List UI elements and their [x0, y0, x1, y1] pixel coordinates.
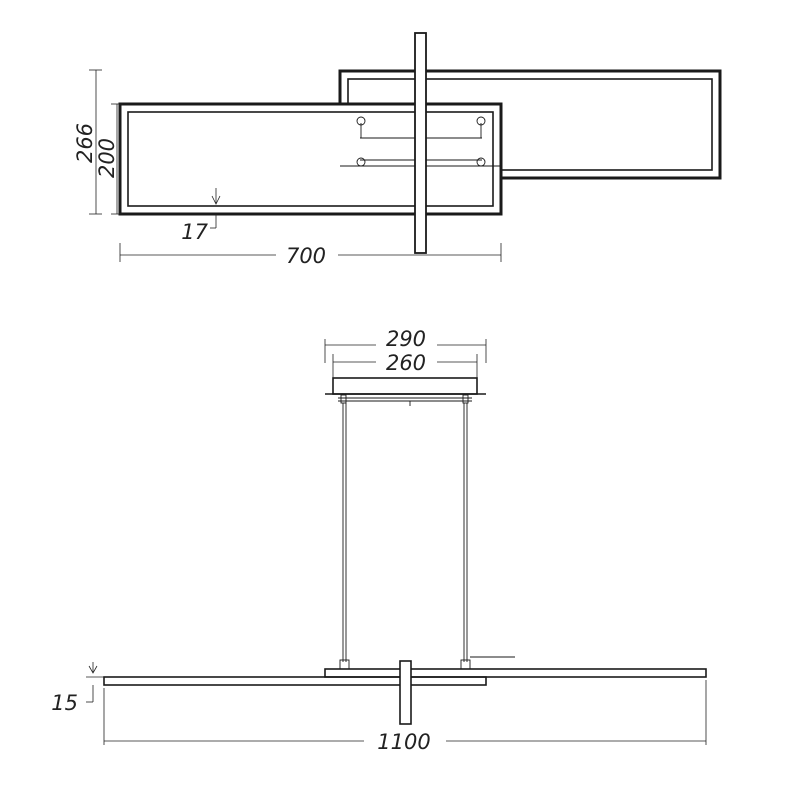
dim-200: 200 — [95, 103, 123, 215]
ceiling-canopy — [325, 377, 486, 406]
screw-hole-icon — [356, 157, 366, 167]
screw-hole-icon — [356, 116, 366, 126]
center-vertical-element — [399, 660, 412, 725]
screw-hole-icon — [476, 157, 486, 167]
dim-266-label: 266 — [73, 123, 97, 163]
dim-290: 290 — [324, 327, 487, 363]
dim-700: 700 — [119, 243, 502, 268]
left-frame-outer — [118, 102, 503, 216]
dim-260-label: 260 — [386, 351, 426, 375]
lamp-bar-rear — [324, 668, 707, 678]
screw-hole-icon — [476, 116, 486, 126]
dim-1100: 1100 — [103, 680, 707, 754]
left-frame — [118, 102, 503, 216]
dim-266: 266 — [73, 69, 102, 215]
dim-260: 260 — [332, 351, 478, 378]
side-view: 290 260 — [51, 327, 707, 754]
dim-17: 17 — [181, 188, 221, 244]
dim-700-label: 700 — [286, 244, 326, 268]
dim-290-label: 290 — [386, 327, 426, 351]
dim-15-label: 15 — [51, 691, 78, 715]
canopy-body — [332, 377, 478, 395]
dim-1100-label: 1100 — [377, 730, 430, 754]
vertical-bar — [414, 32, 427, 254]
lower-bracket — [325, 656, 515, 670]
left-frame-inner — [127, 111, 494, 207]
dim-200-label: 200 — [95, 138, 119, 178]
top-view: 266 200 17 700 — [73, 32, 722, 268]
lamp-bar-front — [103, 676, 487, 686]
suspension-cables — [342, 403, 468, 662]
dim-17-label: 17 — [181, 220, 208, 244]
dim-15: 15 — [51, 662, 104, 715]
